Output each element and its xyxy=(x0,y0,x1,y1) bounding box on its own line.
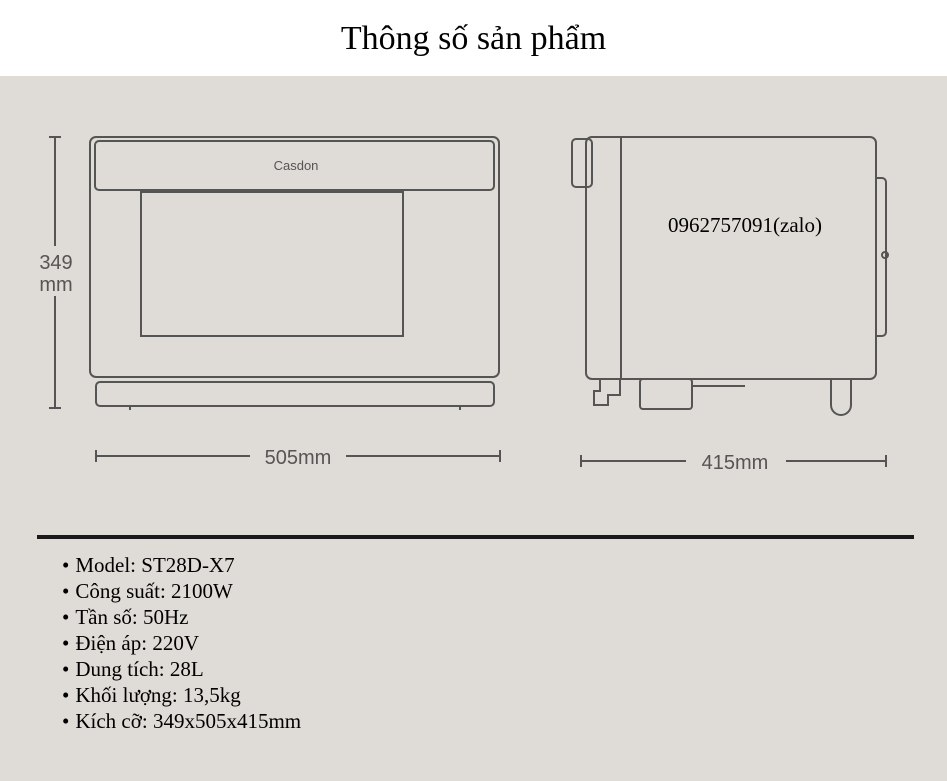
width-dimension xyxy=(95,450,501,462)
height-label-unit: mm xyxy=(39,274,72,296)
front-view xyxy=(89,136,500,410)
bullet-icon: • xyxy=(62,553,70,577)
width-label: 505mm xyxy=(265,447,332,469)
side-view xyxy=(571,136,889,416)
height-label-value: 349 xyxy=(39,252,72,274)
spec-item: •Điện áp: 220V xyxy=(62,631,200,655)
spec-item: •Model: ST28D-X7 xyxy=(62,553,235,577)
spec-list: •Model: ST28D-X7 •Công suất: 2100W •Tần … xyxy=(62,552,301,734)
bullet-icon: • xyxy=(62,605,70,629)
spec-item: •Tần số: 50Hz xyxy=(62,605,189,629)
spec-panel xyxy=(0,76,947,781)
spec-item: •Khối lượng: 13,5kg xyxy=(62,683,241,707)
depth-dimension xyxy=(580,455,887,467)
bullet-icon: • xyxy=(62,709,70,733)
bullet-icon: • xyxy=(62,579,70,603)
bullet-icon: • xyxy=(62,631,70,655)
title-band xyxy=(0,0,947,76)
brand-logo: Casdon xyxy=(274,158,319,173)
spec-item: •Công suất: 2100W xyxy=(62,579,233,603)
contact-phone: 0962757091(zalo) xyxy=(668,213,822,237)
spec-item: •Dung tích: 28L xyxy=(62,657,204,681)
bullet-icon: • xyxy=(62,683,70,707)
divider xyxy=(37,535,914,539)
depth-label: 415mm xyxy=(702,452,769,474)
bullet-icon: • xyxy=(62,657,70,681)
spec-item: •Kích cỡ: 349x505x415mm xyxy=(62,709,302,733)
page-title: Thông số sản phẩm xyxy=(340,20,607,57)
